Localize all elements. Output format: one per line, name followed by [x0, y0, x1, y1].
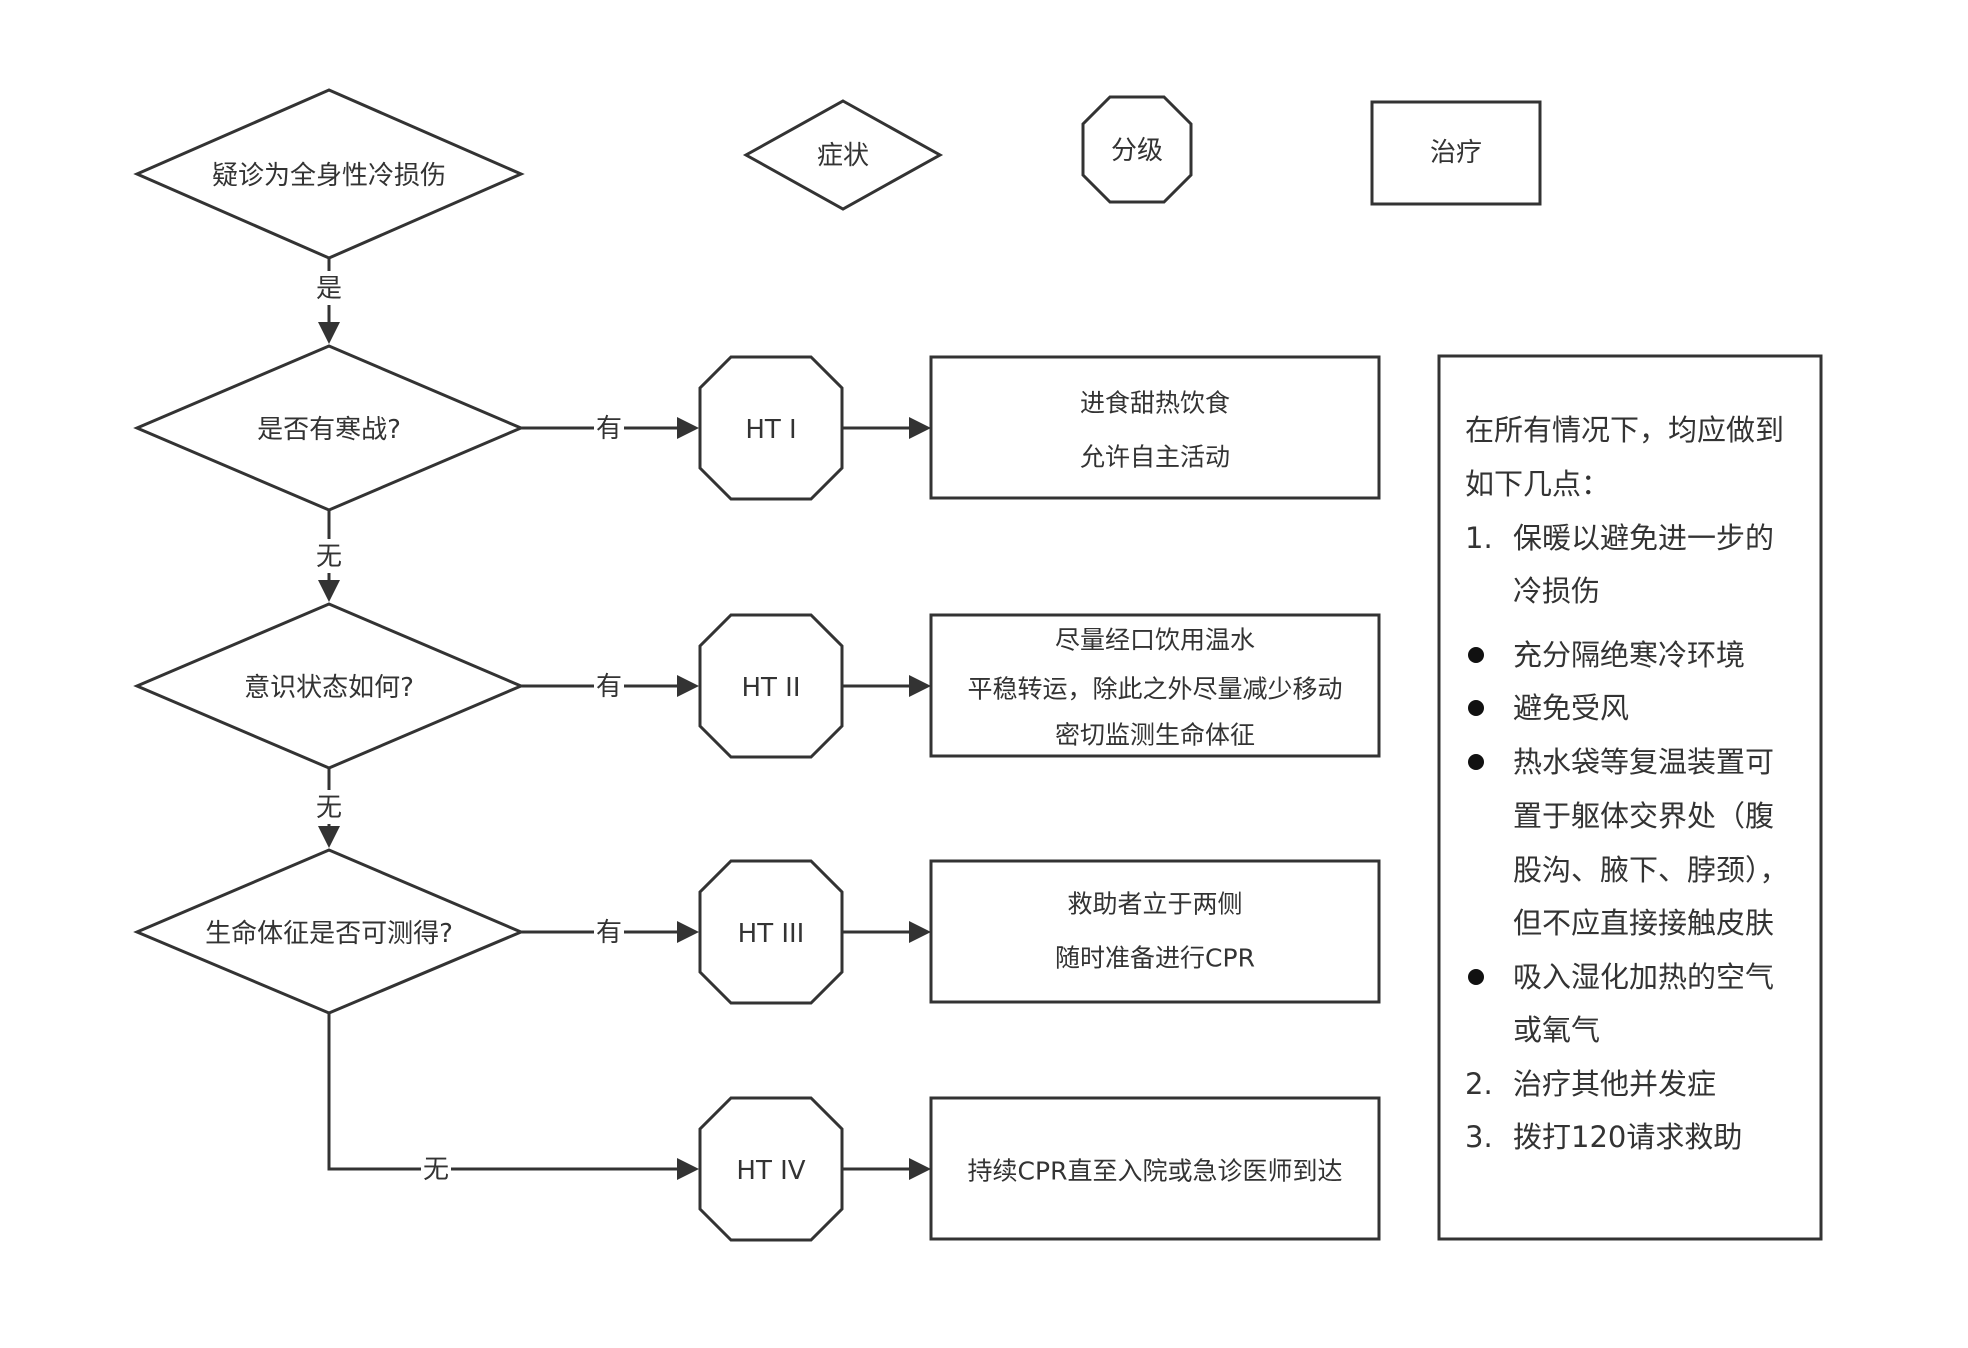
decision-suspect-shape [133, 88, 525, 260]
edge-vitals-ht4 [327, 1013, 680, 1171]
grade-ht2-shape [698, 613, 844, 759]
bullet-dot [1468, 969, 1484, 985]
arrowhead [677, 675, 699, 697]
edge-label-have: 有 [596, 672, 622, 702]
treatment-ht2-line: 密切监测生命体征 [1055, 721, 1255, 750]
decision-vitals-shape [133, 848, 525, 1015]
bullet-dot [1468, 647, 1484, 663]
treatment-ht1-line: 允许自主活动 [1080, 443, 1230, 472]
bullet-dot [1468, 754, 1484, 770]
notes-bullet-line: 置于躯体交界处（腹 [1513, 799, 1774, 833]
arrowhead [318, 322, 340, 344]
legend-octagon-shape [1081, 95, 1193, 204]
arrowhead [909, 921, 931, 943]
edge-label-yes: 是 [316, 274, 342, 304]
edge-label-have: 有 [596, 918, 622, 948]
arrowhead [909, 675, 931, 697]
grade-ht4-shape [698, 1096, 844, 1242]
decision-conscious-label: 意识状态如何? [244, 673, 414, 703]
arrowhead [677, 921, 699, 943]
treatment-ht2-line: 尽量经口饮用温水 [1055, 626, 1255, 655]
arrowhead [677, 417, 699, 439]
treatment-ht1-box [929, 355, 1381, 500]
notes-box [1437, 354, 1823, 1241]
notes-bullet-line: 充分隔绝寒冷环境 [1513, 638, 1745, 672]
decision-vitals-label: 生命体征是否可测得? [205, 919, 453, 949]
decision-suspect-label: 疑诊为全身性冷损伤 [212, 161, 446, 191]
legend-symptom-label: 症状 [817, 141, 869, 171]
decision-shiver-shape [133, 344, 525, 512]
grade-ht2-label: HT II [741, 673, 800, 703]
notes-item1-line: 保暖以避免进一步的 [1513, 521, 1774, 555]
notes-item3-number: 3. [1465, 1120, 1493, 1154]
grade-ht4-label: HT IV [736, 1156, 805, 1186]
arrowhead [677, 1158, 699, 1180]
legend: 症状 分级 治疗 [742, 95, 1542, 211]
legend-rect-shape [1370, 100, 1542, 206]
treatment-ht2-line: 平稳转运，除此之外尽量减少移动 [967, 675, 1342, 704]
treatment-ht3-line: 救助者立于两侧 [1067, 890, 1242, 919]
notes-bullet-line: 股沟、腋下、脖颈）， [1513, 853, 1789, 887]
notes-intro-line: 在所有情况下，均应做到 [1465, 413, 1784, 447]
notes-item1-line: 冷损伤 [1513, 574, 1600, 608]
grade-ht3-label: HT III [738, 919, 805, 949]
edge-label-have: 有 [596, 414, 622, 444]
notes-item2-number: 2. [1465, 1067, 1493, 1101]
grade-ht3-shape [698, 859, 844, 1005]
notes-bullet-line: 避免受风 [1513, 691, 1629, 725]
treatment-ht3-line: 随时准备进行CPR [1055, 944, 1255, 973]
bullet-dot [1468, 700, 1484, 716]
notes-bullet-line: 吸入湿化加热的空气 [1513, 960, 1774, 994]
decision-nodes: 疑诊为全身性冷损伤 是否有寒战? 意识状态如何? 生命体征是否可测得? [133, 88, 525, 1015]
legend-treatment-label: 治疗 [1430, 138, 1482, 168]
legend-grade-label: 分级 [1111, 136, 1163, 166]
legend-diamond-shape [742, 99, 944, 211]
notes-bullet-line: 但不应直接接触皮肤 [1513, 906, 1774, 940]
edge-label-none: 无 [316, 542, 342, 572]
notes-item2-line: 治疗其他并发症 [1513, 1067, 1716, 1101]
notes-item1-number: 1. [1465, 521, 1493, 555]
treatment-ht2-box [929, 613, 1381, 758]
edge-labels: 是 无 无 有 有 有 无 [314, 271, 624, 1186]
notes-bullet-line: 热水袋等复温装置可 [1513, 745, 1774, 779]
notes-bullet-line: 或氧气 [1513, 1013, 1600, 1047]
decision-conscious-shape [133, 602, 525, 770]
edge-label-none: 无 [316, 793, 342, 823]
treatment-nodes: 进食甜热饮食 允许自主活动 尽量经口饮用温水 平稳转运，除此之外尽量减少移动 密… [929, 355, 1381, 1241]
arrowhead [909, 417, 931, 439]
grade-nodes: HT I HT II HT III HT IV [698, 355, 844, 1242]
treatment-ht4-line: 持续CPR直至入院或急诊医师到达 [968, 1157, 1343, 1186]
grade-ht1-shape [698, 355, 844, 501]
general-notes: 在所有情况下，均应做到 如下几点： 1. 保暖以避免进一步的 冷损伤 充分隔绝寒… [1437, 354, 1823, 1241]
grade-ht1-label: HT I [745, 415, 796, 445]
arrowhead [909, 1158, 931, 1180]
treatment-ht3-box [929, 859, 1381, 1004]
treatment-ht1-line: 进食甜热饮食 [1080, 389, 1230, 418]
arrowhead [318, 580, 340, 602]
arrowhead [318, 826, 340, 848]
decision-shiver-label: 是否有寒战? [257, 415, 401, 445]
treatment-ht4-box [929, 1096, 1381, 1241]
notes-item3-line: 拨打120请求救助 [1513, 1120, 1742, 1154]
edge-label-none: 无 [423, 1155, 449, 1185]
notes-intro-line: 如下几点： [1465, 467, 1610, 501]
